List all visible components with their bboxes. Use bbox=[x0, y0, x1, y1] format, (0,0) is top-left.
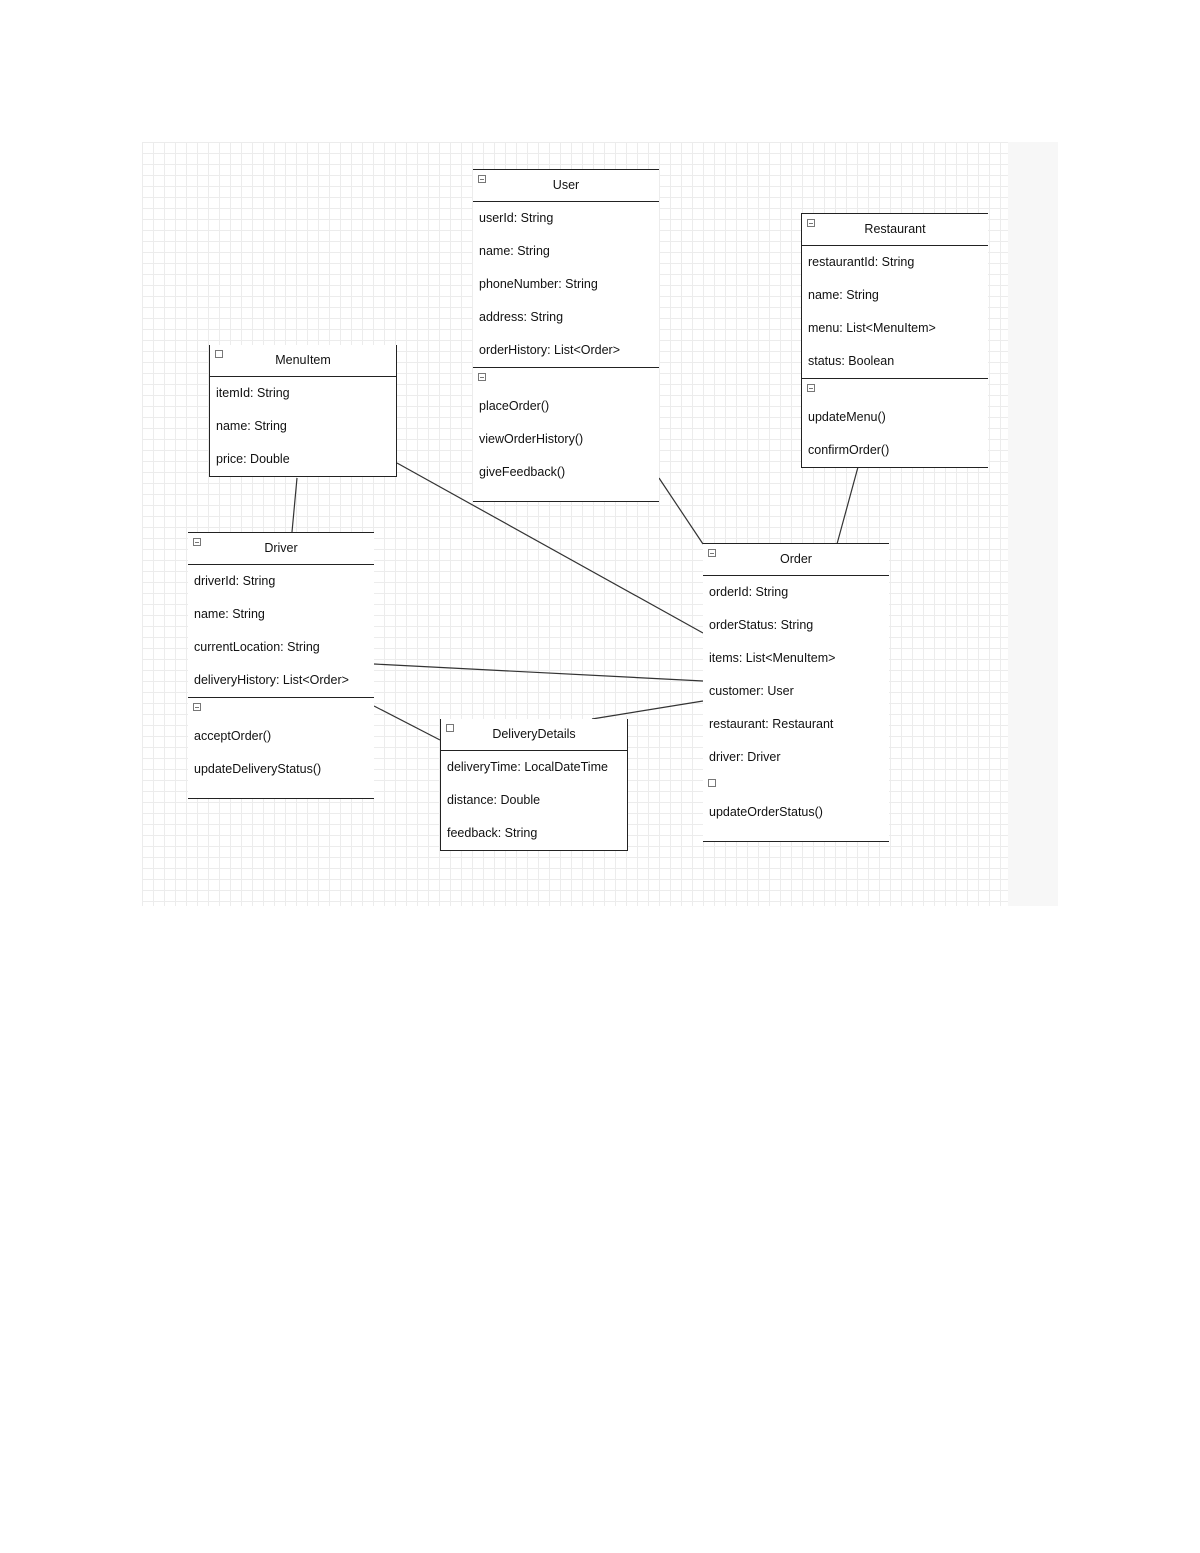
attribute-row[interactable]: name: String bbox=[808, 288, 879, 302]
class-restaurant[interactable]: Restaurant restaurantId: String name: St… bbox=[801, 213, 988, 468]
attribute-row[interactable]: menu: List<MenuItem> bbox=[808, 321, 936, 335]
attribute-row[interactable]: driver: Driver bbox=[709, 750, 781, 764]
attribute-row[interactable]: items: List<MenuItem> bbox=[709, 651, 836, 665]
association-deliverydetails-order bbox=[591, 700, 704, 720]
collapse-toggle-icon[interactable] bbox=[478, 175, 486, 183]
method-row[interactable]: viewOrderHistory() bbox=[479, 432, 584, 446]
methods-separator bbox=[473, 367, 659, 390]
method-row[interactable]: updateMenu() bbox=[808, 410, 886, 424]
collapse-toggle-icon[interactable] bbox=[807, 219, 815, 227]
class-user[interactable]: User userId: String name: String phoneNu… bbox=[473, 169, 659, 502]
method-row[interactable]: giveFeedback() bbox=[479, 465, 566, 479]
class-restaurant-header[interactable]: Restaurant bbox=[802, 214, 988, 246]
association-menuitem-order bbox=[396, 462, 704, 634]
class-order-name: Order bbox=[780, 552, 812, 566]
class-order-header[interactable]: Order bbox=[703, 544, 889, 576]
class-driver[interactable]: Driver driverId: String name: String cur… bbox=[188, 532, 374, 799]
methods-separator bbox=[703, 774, 889, 796]
attribute-row[interactable]: itemId: String bbox=[216, 386, 290, 400]
collapse-toggle-icon[interactable] bbox=[215, 350, 223, 358]
collapse-toggle-icon[interactable] bbox=[193, 703, 201, 711]
collapse-toggle-icon[interactable] bbox=[807, 384, 815, 392]
class-deliverydetails[interactable]: DeliveryDetails deliveryTime: LocalDateT… bbox=[440, 719, 628, 851]
class-order[interactable]: Order orderId: String orderStatus: Strin… bbox=[703, 543, 889, 842]
attribute-row[interactable]: deliveryHistory: List<Order> bbox=[194, 673, 349, 687]
collapse-toggle-icon[interactable] bbox=[446, 724, 454, 732]
collapse-toggle-icon[interactable] bbox=[708, 549, 716, 557]
class-driver-header[interactable]: Driver bbox=[188, 533, 374, 565]
methods-separator bbox=[188, 697, 374, 720]
collapse-toggle-icon[interactable] bbox=[478, 373, 486, 381]
attribute-row[interactable]: restaurant: Restaurant bbox=[709, 717, 834, 731]
attribute-row[interactable]: driverId: String bbox=[194, 574, 276, 588]
attribute-row[interactable]: orderId: String bbox=[709, 585, 789, 599]
method-row[interactable]: placeOrder() bbox=[479, 399, 550, 413]
association-driver-order bbox=[373, 663, 704, 682]
collapse-toggle-icon[interactable] bbox=[708, 779, 716, 787]
collapse-toggle-icon[interactable] bbox=[193, 538, 201, 546]
method-row[interactable]: confirmOrder() bbox=[808, 443, 890, 457]
attribute-row[interactable]: customer: User bbox=[709, 684, 794, 698]
attribute-row[interactable]: restaurantId: String bbox=[808, 255, 915, 269]
attribute-row[interactable]: deliveryTime: LocalDateTime bbox=[447, 760, 608, 774]
class-menuitem-name: MenuItem bbox=[275, 353, 331, 367]
association-user-order bbox=[658, 477, 704, 545]
methods-separator bbox=[802, 378, 988, 401]
class-deliverydetails-header[interactable]: DeliveryDetails bbox=[441, 719, 627, 751]
method-row[interactable]: updateOrderStatus() bbox=[709, 805, 823, 819]
attribute-row[interactable]: orderStatus: String bbox=[709, 618, 814, 632]
association-menuitem-driver bbox=[291, 477, 298, 533]
class-bottom-border bbox=[703, 829, 889, 842]
attribute-row[interactable]: phoneNumber: String bbox=[479, 277, 598, 291]
class-menuitem[interactable]: MenuItem itemId: String name: String pri… bbox=[209, 345, 397, 477]
class-bottom-border bbox=[188, 786, 374, 799]
attribute-row[interactable]: status: Boolean bbox=[808, 354, 895, 368]
attribute-row[interactable]: name: String bbox=[216, 419, 287, 433]
class-user-name: User bbox=[552, 178, 580, 192]
canvas-right-strip bbox=[1008, 142, 1058, 906]
class-bottom-border bbox=[473, 489, 659, 502]
class-deliverydetails-name: DeliveryDetails bbox=[492, 727, 576, 741]
attribute-row[interactable]: feedback: String bbox=[447, 826, 538, 840]
attribute-row[interactable]: userId: String bbox=[479, 211, 554, 225]
class-menuitem-header[interactable]: MenuItem bbox=[210, 345, 396, 377]
attribute-row[interactable]: name: String bbox=[479, 244, 550, 258]
attribute-row[interactable]: address: String bbox=[479, 310, 564, 324]
attribute-row[interactable]: currentLocation: String bbox=[194, 640, 320, 654]
attribute-row[interactable]: name: String bbox=[194, 607, 265, 621]
association-driver-deliverydetails bbox=[373, 705, 441, 741]
method-row[interactable]: acceptOrder() bbox=[194, 729, 272, 743]
class-driver-name: Driver bbox=[264, 541, 298, 555]
method-row[interactable]: updateDeliveryStatus() bbox=[194, 762, 322, 776]
class-user-header[interactable]: User bbox=[473, 170, 659, 202]
attribute-row[interactable]: price: Double bbox=[216, 452, 290, 466]
class-bottom-border bbox=[802, 467, 988, 468]
attribute-row[interactable]: orderHistory: List<Order> bbox=[479, 343, 621, 357]
attribute-row[interactable]: distance: Double bbox=[447, 793, 541, 807]
association-restaurant-order bbox=[836, 466, 859, 545]
class-restaurant-name: Restaurant bbox=[864, 222, 926, 236]
